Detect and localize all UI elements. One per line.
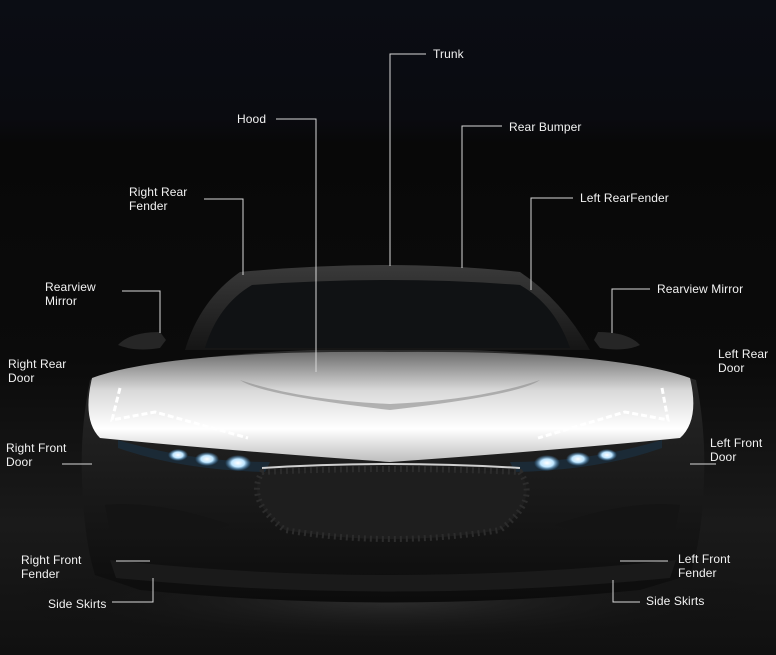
label-rearview-mirror-right: Rearview Mirror — [45, 280, 96, 308]
label-rear-bumper: Rear Bumper — [509, 120, 582, 134]
label-left-front-door: Left Front Door — [710, 436, 763, 464]
label-trunk: Trunk — [433, 47, 464, 61]
headlight-lamp-l2 — [566, 452, 590, 466]
label-right-front-door: Right Front Door — [6, 441, 67, 469]
headlight-lamp-r1 — [168, 449, 188, 461]
mirror-left — [594, 332, 640, 350]
label-left-rear-fender: Left RearFender — [580, 191, 669, 205]
grille-mesh — [254, 466, 530, 542]
label-rearview-mirror-left: Rearview Mirror — [657, 282, 744, 296]
mirror-right — [118, 332, 166, 350]
hood-crease — [240, 380, 540, 410]
intake-left — [555, 504, 680, 534]
grille-chrome — [261, 463, 521, 469]
intake-right — [105, 504, 230, 534]
label-right-front-fender: Right Front Fender — [21, 553, 82, 581]
drl-right — [109, 387, 249, 440]
label-right-rear-fender: Right Rear Fender — [129, 185, 188, 213]
headlight-lamp-r2 — [195, 452, 219, 466]
label-side-skirts-right: Side Skirts — [48, 597, 107, 611]
label-hood: Hood — [237, 112, 267, 126]
label-right-rear-door: Right Rear Door — [8, 357, 67, 385]
headlight-lamp-l3 — [534, 455, 560, 471]
front-grille — [256, 469, 527, 539]
label-left-front-fender: Left Front Fender — [678, 552, 731, 580]
headlight-lamp-l1 — [597, 449, 617, 461]
label-side-skirts-left: Side Skirts — [646, 594, 705, 608]
label-left-rear-door: Left Rear Door — [718, 347, 769, 375]
headlight-lamp-r3 — [225, 455, 251, 471]
front-splitter — [110, 560, 676, 592]
drl-left — [537, 387, 670, 440]
windshield — [205, 280, 570, 348]
